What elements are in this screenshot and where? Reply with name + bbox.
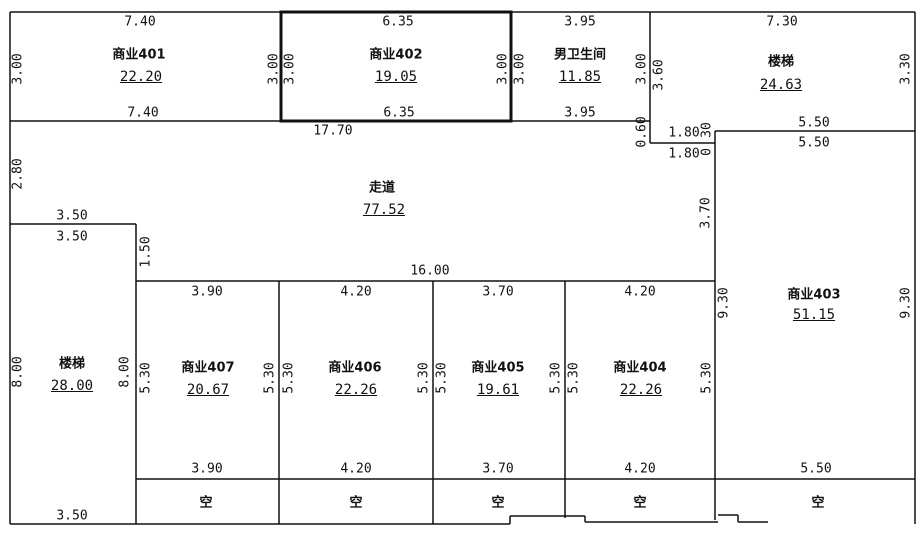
dim-406-top: 4.20 bbox=[340, 284, 372, 300]
room-402-highlight bbox=[279, 10, 513, 123]
dim-405-right: 5.30 bbox=[548, 362, 564, 394]
dim-404-right: 5.30 bbox=[699, 362, 715, 394]
dim-corridor-step: 0.60 bbox=[634, 116, 650, 148]
dim-407-top: 3.90 bbox=[191, 284, 223, 300]
dim-corridor-left: 2.80 bbox=[10, 158, 26, 190]
dim-401-bottom: 7.40 bbox=[127, 105, 159, 121]
dim-406-left: 5.30 bbox=[281, 362, 297, 394]
empty-label-403: 空 bbox=[811, 495, 825, 511]
empty-label-404: 空 bbox=[633, 495, 647, 511]
dim-404-bottom: 4.20 bbox=[624, 461, 656, 477]
dim-403-left: 9.30 bbox=[716, 287, 732, 319]
dim-402-bottom: 6.35 bbox=[383, 105, 415, 121]
dim-corridor-right: 3.70 bbox=[698, 197, 714, 229]
dim-407-left: 5.30 bbox=[138, 362, 154, 394]
dim-stair-top-left: 3.60 bbox=[651, 59, 667, 91]
dim-405-bottom: 3.70 bbox=[482, 461, 514, 477]
dim-406-right: 5.30 bbox=[416, 362, 432, 394]
room-area-corridor: 77.52 bbox=[362, 202, 406, 218]
dim-404-left: 5.30 bbox=[566, 362, 582, 394]
room-area-stair-left: 28.00 bbox=[50, 378, 94, 394]
dim-401-right: 3.00 bbox=[266, 53, 282, 85]
dim-405-top: 3.70 bbox=[482, 284, 514, 300]
dim-wc-right: 3.00 bbox=[634, 53, 650, 85]
dim-step-180b: 1.80 bbox=[668, 146, 700, 162]
dim-step-0: 0 bbox=[699, 148, 715, 156]
room-area-402: 19.05 bbox=[374, 69, 418, 85]
room-area-405: 19.61 bbox=[476, 382, 520, 398]
room-area-407: 20.67 bbox=[186, 382, 230, 398]
dim-stair-left-left: 8.00 bbox=[10, 356, 26, 388]
empty-label-405: 空 bbox=[491, 495, 505, 511]
dim-406-bottom: 4.20 bbox=[340, 461, 372, 477]
dim-407-right: 5.30 bbox=[262, 362, 278, 394]
dim-403-top-2: 5.50 bbox=[798, 135, 830, 151]
dim-step-30: 30 bbox=[699, 122, 715, 138]
room-area-401: 22.20 bbox=[119, 69, 163, 85]
room-name-406: 商业406 bbox=[328, 360, 382, 376]
dim-stair-left-bottom: 3.50 bbox=[56, 508, 88, 524]
dim-stair-left-top-1: 3.50 bbox=[56, 208, 88, 224]
dim-step-180a: 1.80 bbox=[668, 125, 700, 141]
dim-corridor-small: 1.50 bbox=[138, 236, 154, 268]
dim-401-top: 7.40 bbox=[124, 14, 156, 30]
room-name-corridor: 走道 bbox=[368, 180, 396, 196]
empty-label-407: 空 bbox=[199, 495, 213, 511]
room-name-stair-left: 楼梯 bbox=[58, 356, 86, 372]
room-area-wc: 11.85 bbox=[558, 69, 602, 85]
room-name-stair-top: 楼梯 bbox=[767, 54, 795, 70]
dim-407-bottom: 3.90 bbox=[191, 461, 223, 477]
dim-401-left: 3.00 bbox=[10, 53, 26, 85]
room-area-stair-top: 24.63 bbox=[759, 77, 803, 93]
room-area-406: 22.26 bbox=[334, 382, 378, 398]
dim-wc-bottom: 3.95 bbox=[564, 105, 596, 121]
room-area-404: 22.26 bbox=[619, 382, 663, 398]
dim-wc-top: 3.95 bbox=[564, 14, 596, 30]
empty-label-406: 空 bbox=[349, 495, 363, 511]
dim-stair-left-top-2: 3.50 bbox=[56, 229, 88, 245]
room-name-407: 商业407 bbox=[181, 360, 235, 376]
room-name-wc: 男卫生间 bbox=[553, 47, 607, 63]
dim-402-right: 3.00 bbox=[495, 53, 511, 85]
room-name-403: 商业403 bbox=[787, 287, 841, 303]
room-area-403: 51.15 bbox=[792, 307, 836, 323]
dim-corridor-bottom: 16.00 bbox=[410, 263, 450, 279]
room-name-405: 商业405 bbox=[471, 360, 525, 376]
dim-stair-left-right: 8.00 bbox=[117, 356, 133, 388]
dim-404-top: 4.20 bbox=[624, 284, 656, 300]
dim-402-top: 6.35 bbox=[382, 14, 414, 30]
dim-stair-top-top: 7.30 bbox=[766, 14, 798, 30]
dim-corridor-top: 17.70 bbox=[313, 123, 353, 139]
dim-wc-left: 3.00 bbox=[512, 53, 528, 85]
dim-403-right: 9.30 bbox=[898, 287, 914, 319]
room-name-401: 商业401 bbox=[112, 47, 166, 63]
dim-405-left: 5.30 bbox=[434, 362, 450, 394]
dim-403-bottom: 5.50 bbox=[800, 461, 832, 477]
room-name-402: 商业402 bbox=[369, 47, 423, 63]
dim-403-top-1: 5.50 bbox=[798, 115, 830, 131]
dim-stair-top-right: 3.30 bbox=[898, 53, 914, 85]
room-name-404: 商业404 bbox=[613, 360, 667, 376]
dim-402-left: 3.00 bbox=[282, 53, 298, 85]
